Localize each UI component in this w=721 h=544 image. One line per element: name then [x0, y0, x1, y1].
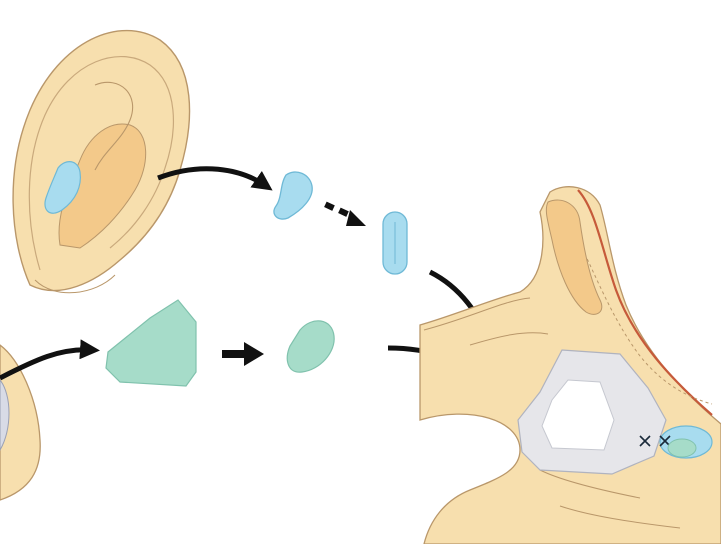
- suture-marks: [639, 435, 671, 447]
- nose-dorsum-dashed: [573, 231, 713, 405]
- septal-graft-harvested: [105, 299, 197, 387]
- nose-cross-section: [419, 186, 721, 544]
- ear-helix-rim: [28, 56, 174, 271]
- nose-dorsum-edge: [577, 189, 713, 416]
- ear-antihelix: [94, 81, 134, 171]
- nasal-bone: [545, 199, 603, 315]
- ear-lobe: [34, 274, 116, 294]
- ear-cartilage-donor-site: [44, 161, 81, 214]
- curved-arrow-septum: [0, 339, 100, 381]
- septal-graft-shaped: [286, 320, 335, 373]
- septum-donor-partial: [0, 344, 41, 501]
- septum-implant-inner: [541, 379, 615, 451]
- ear-graft-harvested: [273, 171, 313, 220]
- straight-arrow: [222, 342, 264, 366]
- dashed-arrow: [324, 201, 366, 226]
- tip-graft-septal: [667, 438, 697, 458]
- curved-arrow-ear: [157, 166, 273, 191]
- nasal-inner-lines: [423, 297, 681, 529]
- ear-illustration: [12, 29, 191, 294]
